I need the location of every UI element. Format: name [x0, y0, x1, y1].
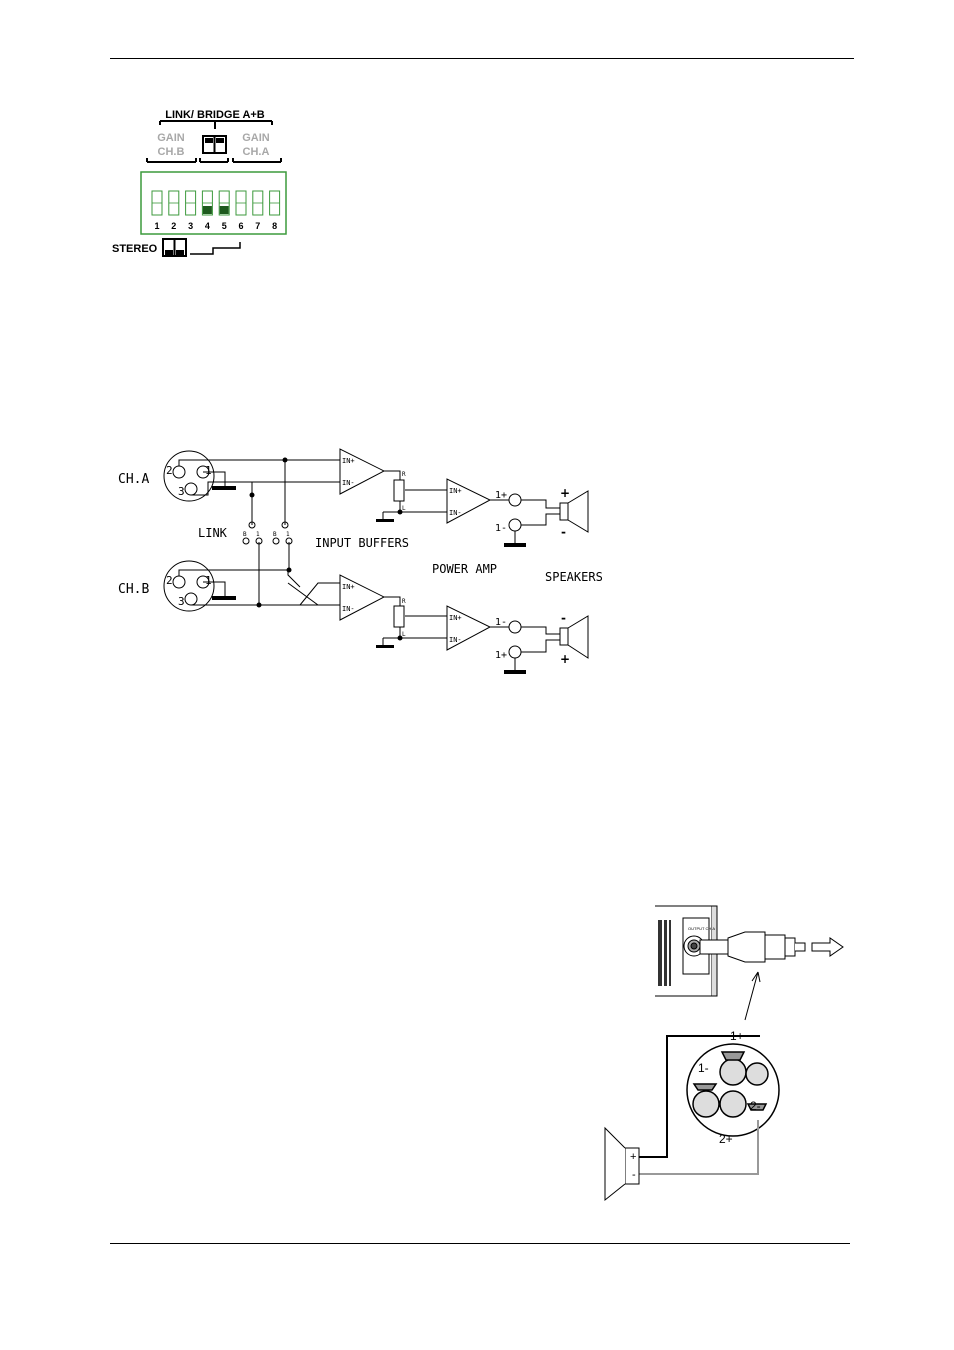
- pin-1plus-label: 1+: [730, 1029, 744, 1043]
- spk-plus-label: +: [630, 1151, 636, 1163]
- speakon-connector-face: [687, 1044, 779, 1136]
- panel-output-label: OUTPUT CH.A: [688, 926, 715, 931]
- spk-minus-label: -: [632, 1169, 636, 1181]
- pin-2minus-label: 2-: [750, 1099, 761, 1113]
- pin-2plus-label: 2+: [719, 1132, 733, 1146]
- pin-1minus-label: 1-: [698, 1061, 709, 1075]
- speaker-icon: [605, 1128, 639, 1200]
- speakon-plug-icon: [700, 932, 843, 962]
